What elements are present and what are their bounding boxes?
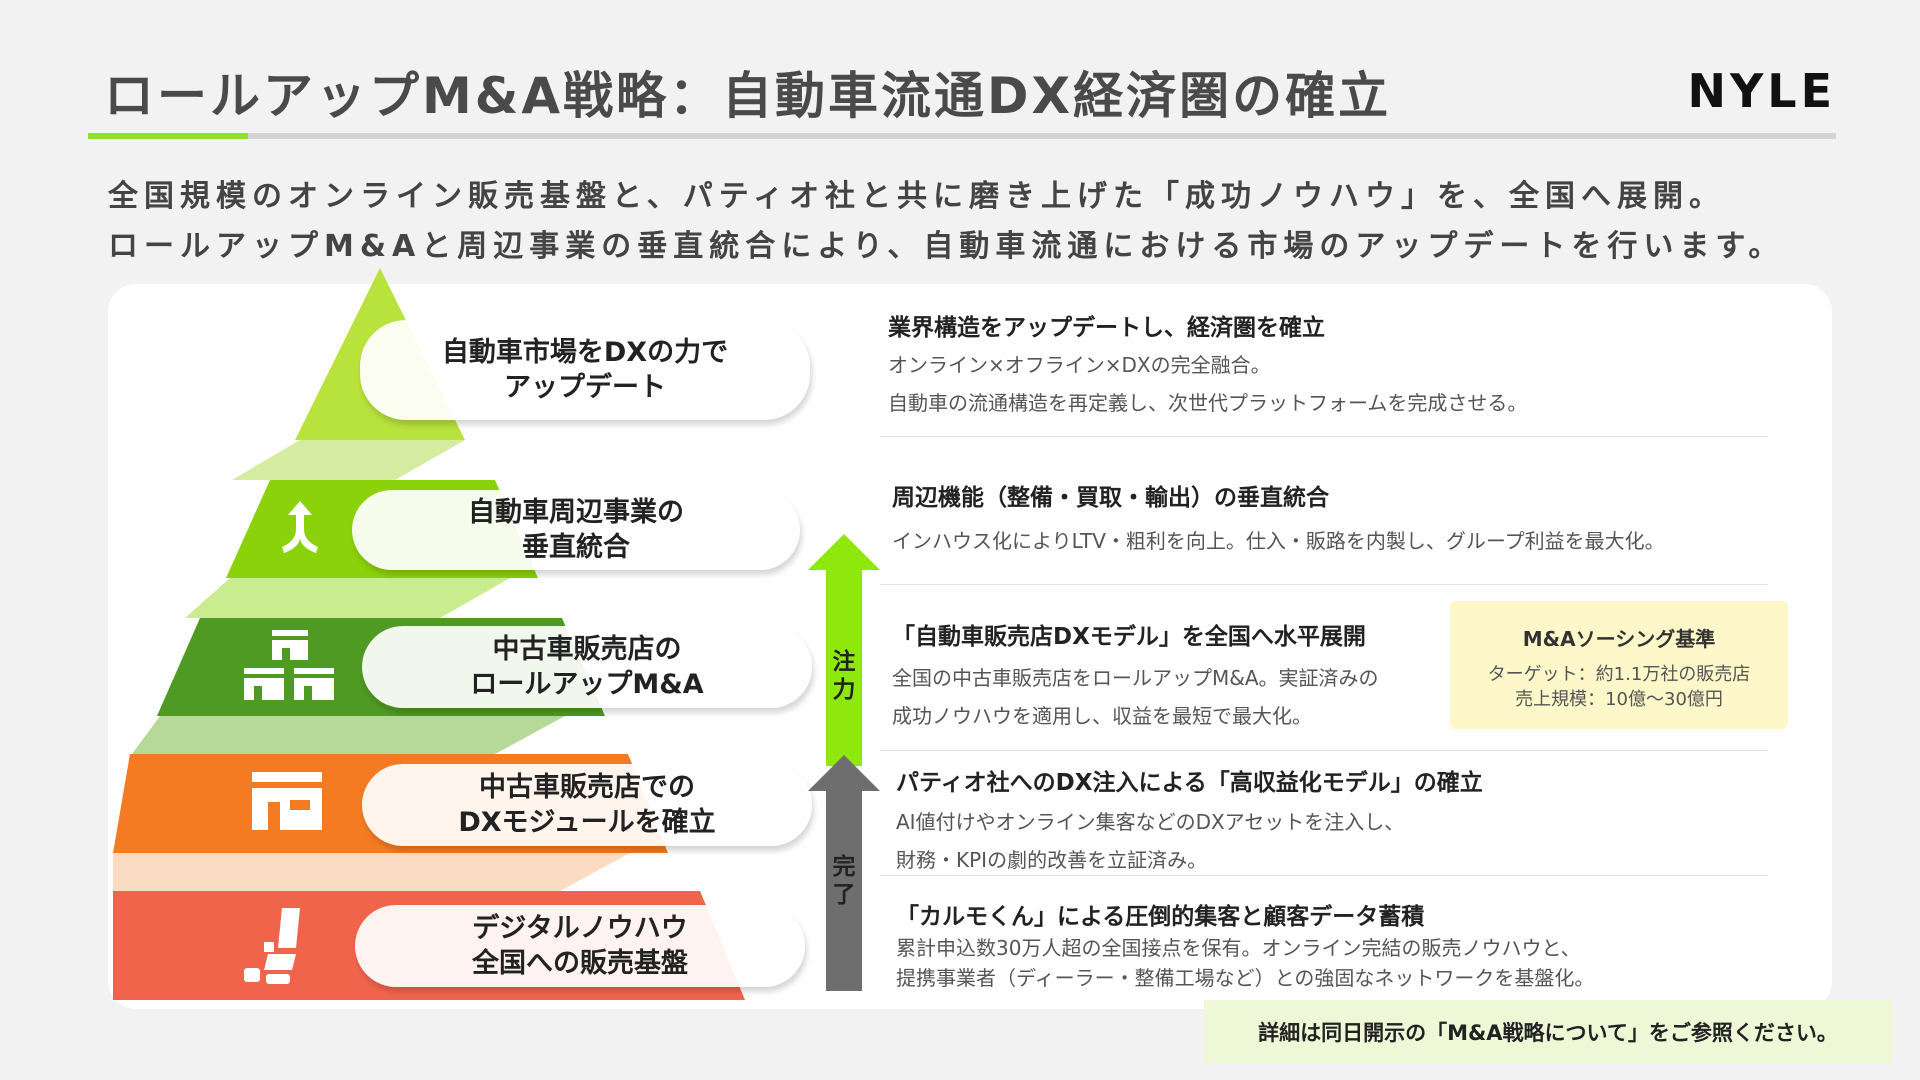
pyramid-label-1: 自動車市場をDXの力で アップデート (360, 320, 810, 420)
sourcing-title: M&Aソーシング基準 (1522, 627, 1716, 651)
detail-5-line-1: 累計申込数30万人超の全国接点を保有。オンライン完結の販売ノウハウと、 (896, 936, 1581, 960)
pyramid-label-5: デジタルノウハウ 全国への販売基盤 (355, 905, 805, 987)
pyramid-label-2: 自動車周辺事業の 垂直統合 (352, 490, 800, 570)
pyramid-label-4: 中古車販売店での DXモジュールを確立 (362, 764, 812, 846)
footer-note: 詳細は同日開示の「M&A戦略について」をご参照ください。 (1204, 1000, 1892, 1064)
detail-1-line-1: オンライン×オフライン×DXの完全融合。 (888, 353, 1271, 377)
detail-separator-1 (880, 436, 1768, 437)
detail-4-line-2: 財務・KPIの劇的改善を立証済み。 (896, 848, 1208, 872)
detail-3-line-1: 全国の中古車販売店をロールアップM&A。実証済みの (892, 666, 1379, 690)
merge-arrow-icon (282, 501, 318, 553)
detail-separator-4 (880, 875, 1768, 876)
detail-separator-3 (880, 750, 1768, 751)
intro-line-1: 全国規模のオンライン販売基盤と、パティオ社と共に磨き上げた「成功ノウハウ」を、全… (108, 179, 1725, 214)
sourcing-line-1: ターゲット：約1.1万社の販売店 (1487, 664, 1751, 685)
detail-4-heading: パティオ社へのDX注入による「高収益化モデル」の確立 (896, 770, 1483, 796)
detail-5-line-2: 提携事業者（ディーラー・整備工場など）との強固なネットワークを基盤化。 (896, 966, 1595, 990)
detail-2: 周辺機能（整備・買取・輸出）の垂直統合 インハウス化によりLTV・粗利を向上。仕… (892, 478, 1665, 560)
pyramid-label-3: 中古車販売店の ロールアップM&A (362, 626, 812, 708)
title-rule (88, 133, 1836, 139)
detail-3-line-2: 成功ノウハウを適用し、収益を最短で最大化。 (892, 704, 1312, 728)
detail-3: 「自動車販売店DXモデル」を全国へ水平展開 全国の中古車販売店をロールアップM&… (892, 617, 1379, 735)
footer-note-text: 詳細は同日開示の「M&A戦略について」をご参照ください。 (1258, 1021, 1838, 1045)
intro-text: 全国規模のオンライン販売基盤と、パティオ社と共に磨き上げた「成功ノウハウ」を、全… (108, 172, 1784, 272)
detail-2-line-1: インハウス化によりLTV・粗利を向上。仕入・販路を内製し、グループ利益を最大化。 (892, 529, 1665, 553)
detail-1-heading: 業界構造をアップデートし、経済圏を確立 (888, 315, 1325, 341)
title-rule-accent (88, 133, 248, 139)
company-logo: NYLE (1687, 64, 1836, 118)
sourcing-line-2: 売上規模：10億〜30億円 (1515, 689, 1723, 710)
detail-4: パティオ社へのDX注入による「高収益化モデル」の確立 AI値付けやオンライン集客… (896, 763, 1483, 879)
done-arrow (808, 755, 880, 991)
detail-4-line-1: AI値付けやオンライン集客などのDXアセットを注入し、 (896, 810, 1405, 834)
done-arrow-label: 完了 (832, 854, 856, 908)
detail-3-heading: 「自動車販売店DXモデル」を全国へ水平展開 (892, 624, 1366, 650)
intro-line-2: ロールアップM&Aと周辺事業の垂直統合により、自動車流通における市場のアップデー… (108, 229, 1785, 264)
detail-separator-2 (880, 584, 1768, 585)
pyramid-label-2-text: 自動車周辺事業の 垂直統合 (468, 497, 684, 563)
focus-arrow-label: 注力 (832, 649, 856, 703)
store-icon (252, 772, 322, 830)
focus-arrow (808, 534, 880, 766)
detail-2-heading: 周辺機能（整備・買取・輸出）の垂直統合 (892, 485, 1329, 511)
detail-1: 業界構造をアップデートし、経済圏を確立 オンライン×オフライン×DXの完全融合。… (888, 308, 1527, 422)
page-title: ロールアップM&A戦略：自動車流通DX経済圏の確立 (104, 67, 1392, 125)
detail-1-line-2: 自動車の流通構造を再定義し、次世代プラットフォームを完成させる。 (888, 391, 1528, 415)
sourcing-criteria-box: M&Aソーシング基準 ターゲット：約1.1万社の販売店 売上規模：10億〜30億… (1450, 601, 1788, 729)
pyramid-label-3-text: 中古車販売店の ロールアップM&A (470, 634, 704, 700)
multi-store-icon (244, 630, 334, 700)
pyramid-label-5-text: デジタルノウハウ 全国への販売基盤 (472, 913, 688, 979)
car-seat-icon (244, 908, 300, 984)
pyramid-label-4-text: 中古車販売店での DXモジュールを確立 (458, 772, 716, 838)
detail-5: 「カルモくん」による圧倒的集客と顧客データ蓄積 累計申込数30万人超の全国接点を… (896, 897, 1594, 993)
detail-5-heading: 「カルモくん」による圧倒的集客と顧客データ蓄積 (896, 904, 1425, 930)
pyramid-label-1-text: 自動車市場をDXの力で アップデート (441, 337, 729, 403)
